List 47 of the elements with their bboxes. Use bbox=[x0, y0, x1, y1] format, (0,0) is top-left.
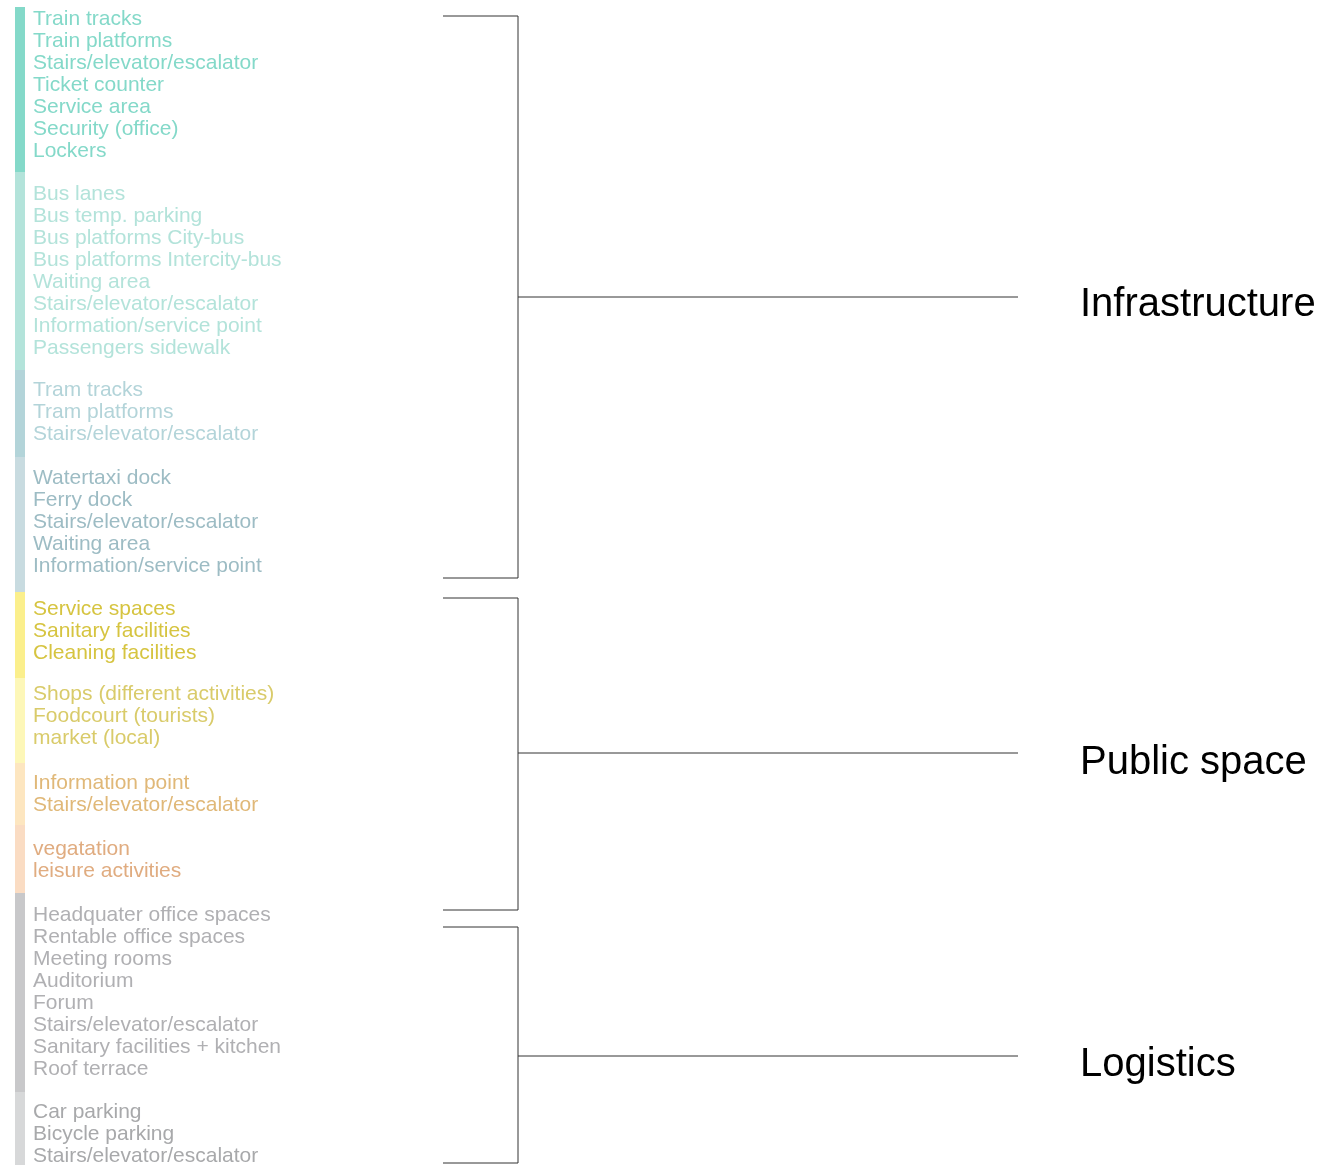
list-item: Tram platforms bbox=[33, 400, 174, 422]
category-label: Logistics bbox=[1080, 1040, 1236, 1084]
list-item: Ferry dock bbox=[33, 488, 133, 510]
list-item: Meeting rooms bbox=[33, 947, 172, 969]
list-item: Ticket counter bbox=[33, 73, 165, 95]
list-item: Roof terrace bbox=[33, 1057, 149, 1079]
list-item: leisure activities bbox=[33, 859, 182, 881]
list-item: market (local) bbox=[33, 726, 161, 748]
list-item: Information/service point bbox=[33, 314, 262, 336]
list-item: Watertaxi dock bbox=[33, 466, 172, 488]
list-item: Sanitary facilities + kitchen bbox=[33, 1035, 282, 1057]
list-item: Information point bbox=[33, 771, 190, 793]
list-item: Rentable office spaces bbox=[33, 925, 246, 947]
list-item: Foodcourt (tourists) bbox=[33, 704, 216, 726]
list-item: Cleaning facilities bbox=[33, 641, 197, 663]
list-item: Auditorium bbox=[33, 969, 134, 991]
list-item: Train platforms bbox=[33, 29, 173, 51]
list-item: Waiting area bbox=[33, 532, 151, 554]
category-label: Infrastructure bbox=[1080, 280, 1316, 324]
list-item: Forum bbox=[33, 991, 94, 1013]
list-item: Sanitary facilities bbox=[33, 619, 191, 641]
list-item: Stairs/elevator/escalator bbox=[33, 510, 259, 532]
list-item: Tram tracks bbox=[33, 378, 144, 400]
list-item: Bus temp. parking bbox=[33, 204, 203, 226]
list-item: Waiting area bbox=[33, 270, 151, 292]
list-item: Stairs/elevator/escalator bbox=[33, 292, 259, 314]
list-item: Train tracks bbox=[33, 7, 142, 29]
list-item: Information/service point bbox=[33, 554, 262, 576]
list-item: Stairs/elevator/escalator bbox=[33, 1144, 259, 1165]
list-item: Stairs/elevator/escalator bbox=[33, 1013, 259, 1035]
category-label: Public space bbox=[1080, 738, 1307, 782]
list-item: vegatation bbox=[33, 837, 130, 859]
list-item: Service spaces bbox=[33, 597, 176, 619]
list-item: Shops (different activities) bbox=[33, 682, 275, 704]
list-item: Service area bbox=[33, 95, 151, 117]
list-item: Bus lanes bbox=[33, 182, 126, 204]
list-item: Security (office) bbox=[33, 117, 179, 139]
list-item: Passengers sidewalk bbox=[33, 336, 231, 358]
list-item: Stairs/elevator/escalator bbox=[33, 422, 259, 444]
list-item: Car parking bbox=[33, 1100, 142, 1122]
list-item: Stairs/elevator/escalator bbox=[33, 51, 259, 73]
list-item: Lockers bbox=[33, 139, 107, 161]
list-item: Headquater office spaces bbox=[33, 903, 271, 925]
list-item: Stairs/elevator/escalator bbox=[33, 793, 259, 815]
list-item: Bus platforms Intercity-bus bbox=[33, 248, 282, 270]
list-item: Bicycle parking bbox=[33, 1122, 175, 1144]
list-item: Bus platforms City-bus bbox=[33, 226, 245, 248]
